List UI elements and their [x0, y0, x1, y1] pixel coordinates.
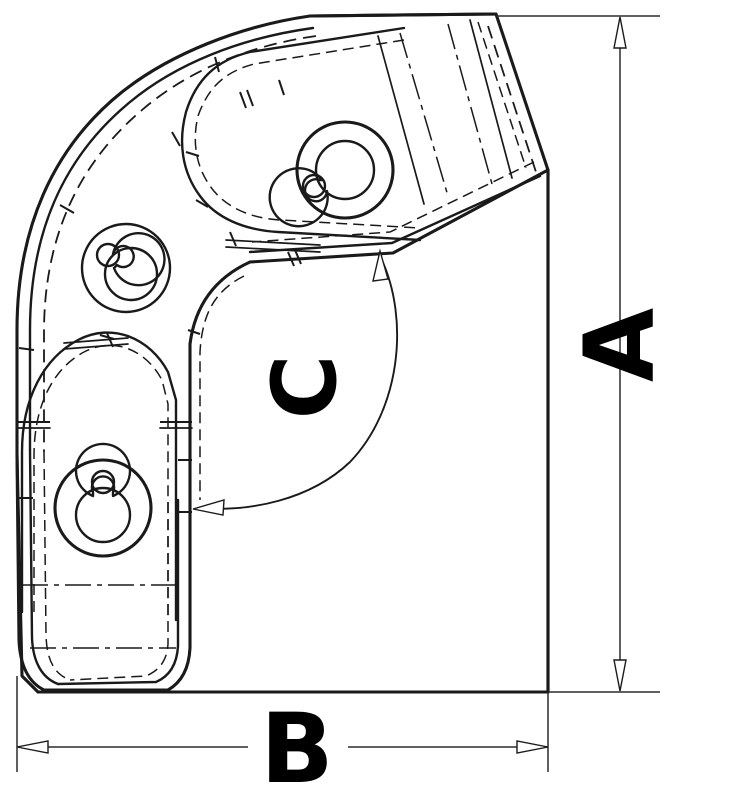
- arrow-up-icon: [613, 16, 627, 49]
- arm-end-face-hidden-2: [477, 21, 527, 169]
- arm-rib-1: [377, 35, 425, 205]
- arm-pocket-outline: [180, 26, 422, 242]
- dimension-c-label: C: [254, 355, 357, 420]
- arrow-left-icon: [192, 499, 225, 516]
- keyhole-slot: [111, 232, 166, 287]
- lug-top-seam-b: [63, 343, 129, 350]
- boss-left: [80, 222, 172, 314]
- dimension-a-label: A: [564, 308, 676, 382]
- boss-upper-right: [268, 120, 395, 228]
- boss-outer-circle: [295, 120, 395, 220]
- keyhole-small-circle: [90, 469, 116, 495]
- elbow-inner-radius: [188, 260, 252, 502]
- arm-centerline-1: [399, 32, 449, 197]
- leg-right-wall-hidden: [69, 502, 169, 681]
- leg-right-wall: [42, 498, 192, 692]
- arm-rib-2: [469, 19, 513, 179]
- outer-profile: [15, 12, 550, 694]
- leg-internal-lug: [20, 331, 178, 622]
- leg-internal-lug-hidden: [33, 344, 169, 618]
- rib-mark: [229, 231, 237, 247]
- leg-right-wall-inner: [56, 498, 180, 686]
- rib-mark: [239, 91, 247, 109]
- rib-mark: [187, 329, 201, 335]
- arm-top-edge: [308, 12, 498, 18]
- rib-mark: [278, 79, 285, 96]
- dimension-b-label: B: [260, 693, 333, 800]
- rib-mark: [18, 347, 35, 351]
- arm-pocket-hidden: [194, 39, 421, 229]
- boss-lower-left: [53, 442, 153, 558]
- keyhole-small-circle: [301, 173, 327, 199]
- dim-c-arc: [199, 257, 399, 510]
- arm-top-inner-offset: [28, 26, 315, 452]
- pocket-seam-bottom: [225, 246, 321, 253]
- dimension-a: A: [496, 15, 676, 693]
- arrow-up-icon: [372, 248, 389, 282]
- rib-mark: [59, 204, 75, 214]
- arm-end-face-outer: [494, 12, 550, 172]
- boss-bore-circle: [74, 486, 132, 544]
- arrow-down-icon: [613, 659, 627, 692]
- keyhole-small-circle: [95, 242, 121, 268]
- elbow-inner-radius-hidden: [199, 275, 245, 500]
- arm-centerline-2: [447, 23, 493, 185]
- rib-mark: [185, 151, 200, 157]
- rib-mark: [287, 251, 295, 267]
- contour-rib-marks: [18, 56, 302, 513]
- dimension-c: C: [192, 248, 399, 516]
- pocket-seam-top: [225, 239, 321, 246]
- keyhole-slot: [74, 442, 132, 498]
- rib-mark: [99, 334, 115, 340]
- rib-mark: [195, 199, 209, 208]
- rib-mark: [171, 131, 181, 147]
- boss-outer-circle: [80, 222, 172, 314]
- leg-left-wall-hidden: [43, 451, 71, 681]
- lug-top-seam-a: [63, 337, 129, 344]
- part-body-outline: [15, 12, 550, 694]
- keyhole-slot: [268, 167, 329, 228]
- boss-outer-circle: [53, 458, 153, 558]
- rib-mark: [214, 56, 220, 73]
- boss-bore-circle: [314, 139, 376, 201]
- leg-left-wall: [15, 453, 46, 692]
- arm-lower-inner-offset: [248, 174, 542, 254]
- arrow-left-icon: [16, 740, 49, 754]
- arm-lower-hidden-offset: [251, 161, 535, 243]
- arrow-right-icon: [516, 740, 549, 754]
- arm-end-face-hidden-1: [487, 25, 537, 173]
- dimension-b: B: [16, 676, 549, 800]
- rib-mark: [246, 89, 254, 107]
- rib-mark: [294, 249, 302, 265]
- arm-lower-edge: [248, 168, 550, 264]
- leg-left-wall-inner: [28, 448, 60, 686]
